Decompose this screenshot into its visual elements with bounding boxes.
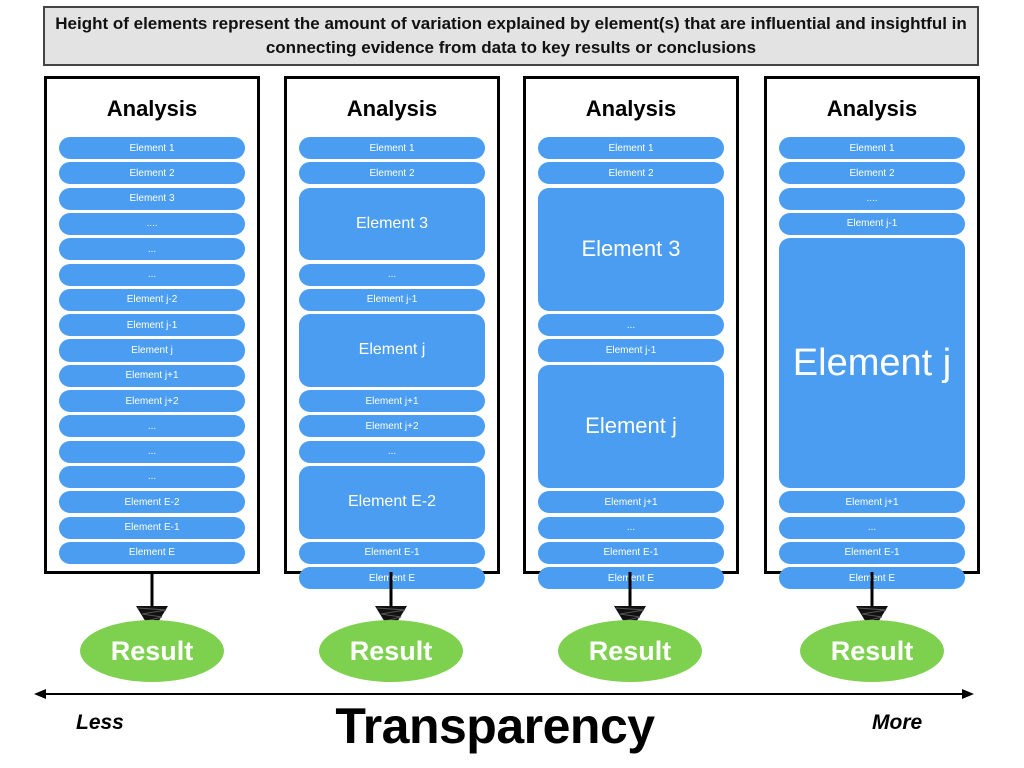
element-box: ...	[59, 263, 245, 286]
element-box: ...	[59, 238, 245, 261]
element-box: Element j+2	[59, 390, 245, 413]
element-box: Element 3	[59, 187, 245, 210]
element-box: Element j+1	[59, 364, 245, 387]
element-box: ....	[779, 187, 965, 210]
element-box: ...	[59, 465, 245, 489]
element-box: Element 1	[59, 137, 245, 160]
panel-title: Analysis	[106, 96, 198, 121]
axis-title: Transparency	[335, 698, 655, 754]
element-box: Element E-1	[538, 541, 724, 564]
element-box: Element E	[59, 541, 245, 564]
element-box: Element 1	[779, 137, 965, 160]
panel-title: Analysis	[826, 96, 918, 121]
element-box: Element 1	[538, 137, 724, 160]
panel-title: Analysis	[346, 96, 438, 121]
panel-title: Analysis	[585, 96, 677, 121]
element-box: Element 2	[299, 162, 485, 185]
element-box: Element E-1	[299, 541, 485, 564]
element-box: ...	[299, 263, 485, 286]
axis-label-more: More	[872, 711, 923, 734]
element-box: Element 2	[538, 162, 724, 185]
header-box: Height of elements represent the amount …	[43, 6, 979, 66]
element-box: Element E-2	[299, 465, 485, 539]
element-box: Element j	[299, 314, 485, 387]
element-box: Element j+2	[299, 415, 485, 438]
element-box: Element j	[779, 238, 965, 489]
result-ellipse-1: Result	[80, 620, 224, 682]
element-box: Element 1	[299, 137, 485, 160]
element-box: ...	[299, 440, 485, 463]
element-box: Element j-1	[299, 288, 485, 311]
element-box: ....	[59, 212, 245, 236]
element-box: ...	[59, 415, 245, 438]
element-box: Element 2	[59, 162, 245, 185]
element-box: Element E-2	[59, 491, 245, 514]
element-box: Element j-1	[59, 314, 245, 337]
element-box: Element j	[59, 339, 245, 362]
element-box: Element E-1	[779, 541, 965, 564]
element-box: Element 2	[779, 162, 965, 185]
element-box: ...	[59, 440, 245, 463]
element-box: Element 3	[538, 187, 724, 311]
element-box: Element j-1	[779, 212, 965, 236]
header-text: Height of elements represent the amount …	[55, 14, 967, 57]
element-box: ...	[779, 516, 965, 539]
element-box: Element j	[538, 364, 724, 489]
axis-label-less: Less	[76, 711, 124, 734]
element-box: Element j-2	[59, 288, 245, 311]
result-ellipse-3: Result	[558, 620, 702, 682]
element-box: Element j+1	[538, 491, 724, 514]
element-box: Element j-1	[538, 339, 724, 362]
element-box: ...	[538, 314, 724, 337]
result-ellipse-2: Result	[319, 620, 463, 682]
transparency-axis-arrow	[34, 689, 974, 699]
element-box: ...	[538, 516, 724, 539]
element-box: Element j+1	[779, 491, 965, 514]
element-box: Element j+1	[299, 390, 485, 413]
element-box: Element E-1	[59, 516, 245, 539]
element-box: Element 3	[299, 187, 485, 261]
result-ellipse-4: Result	[800, 620, 944, 682]
